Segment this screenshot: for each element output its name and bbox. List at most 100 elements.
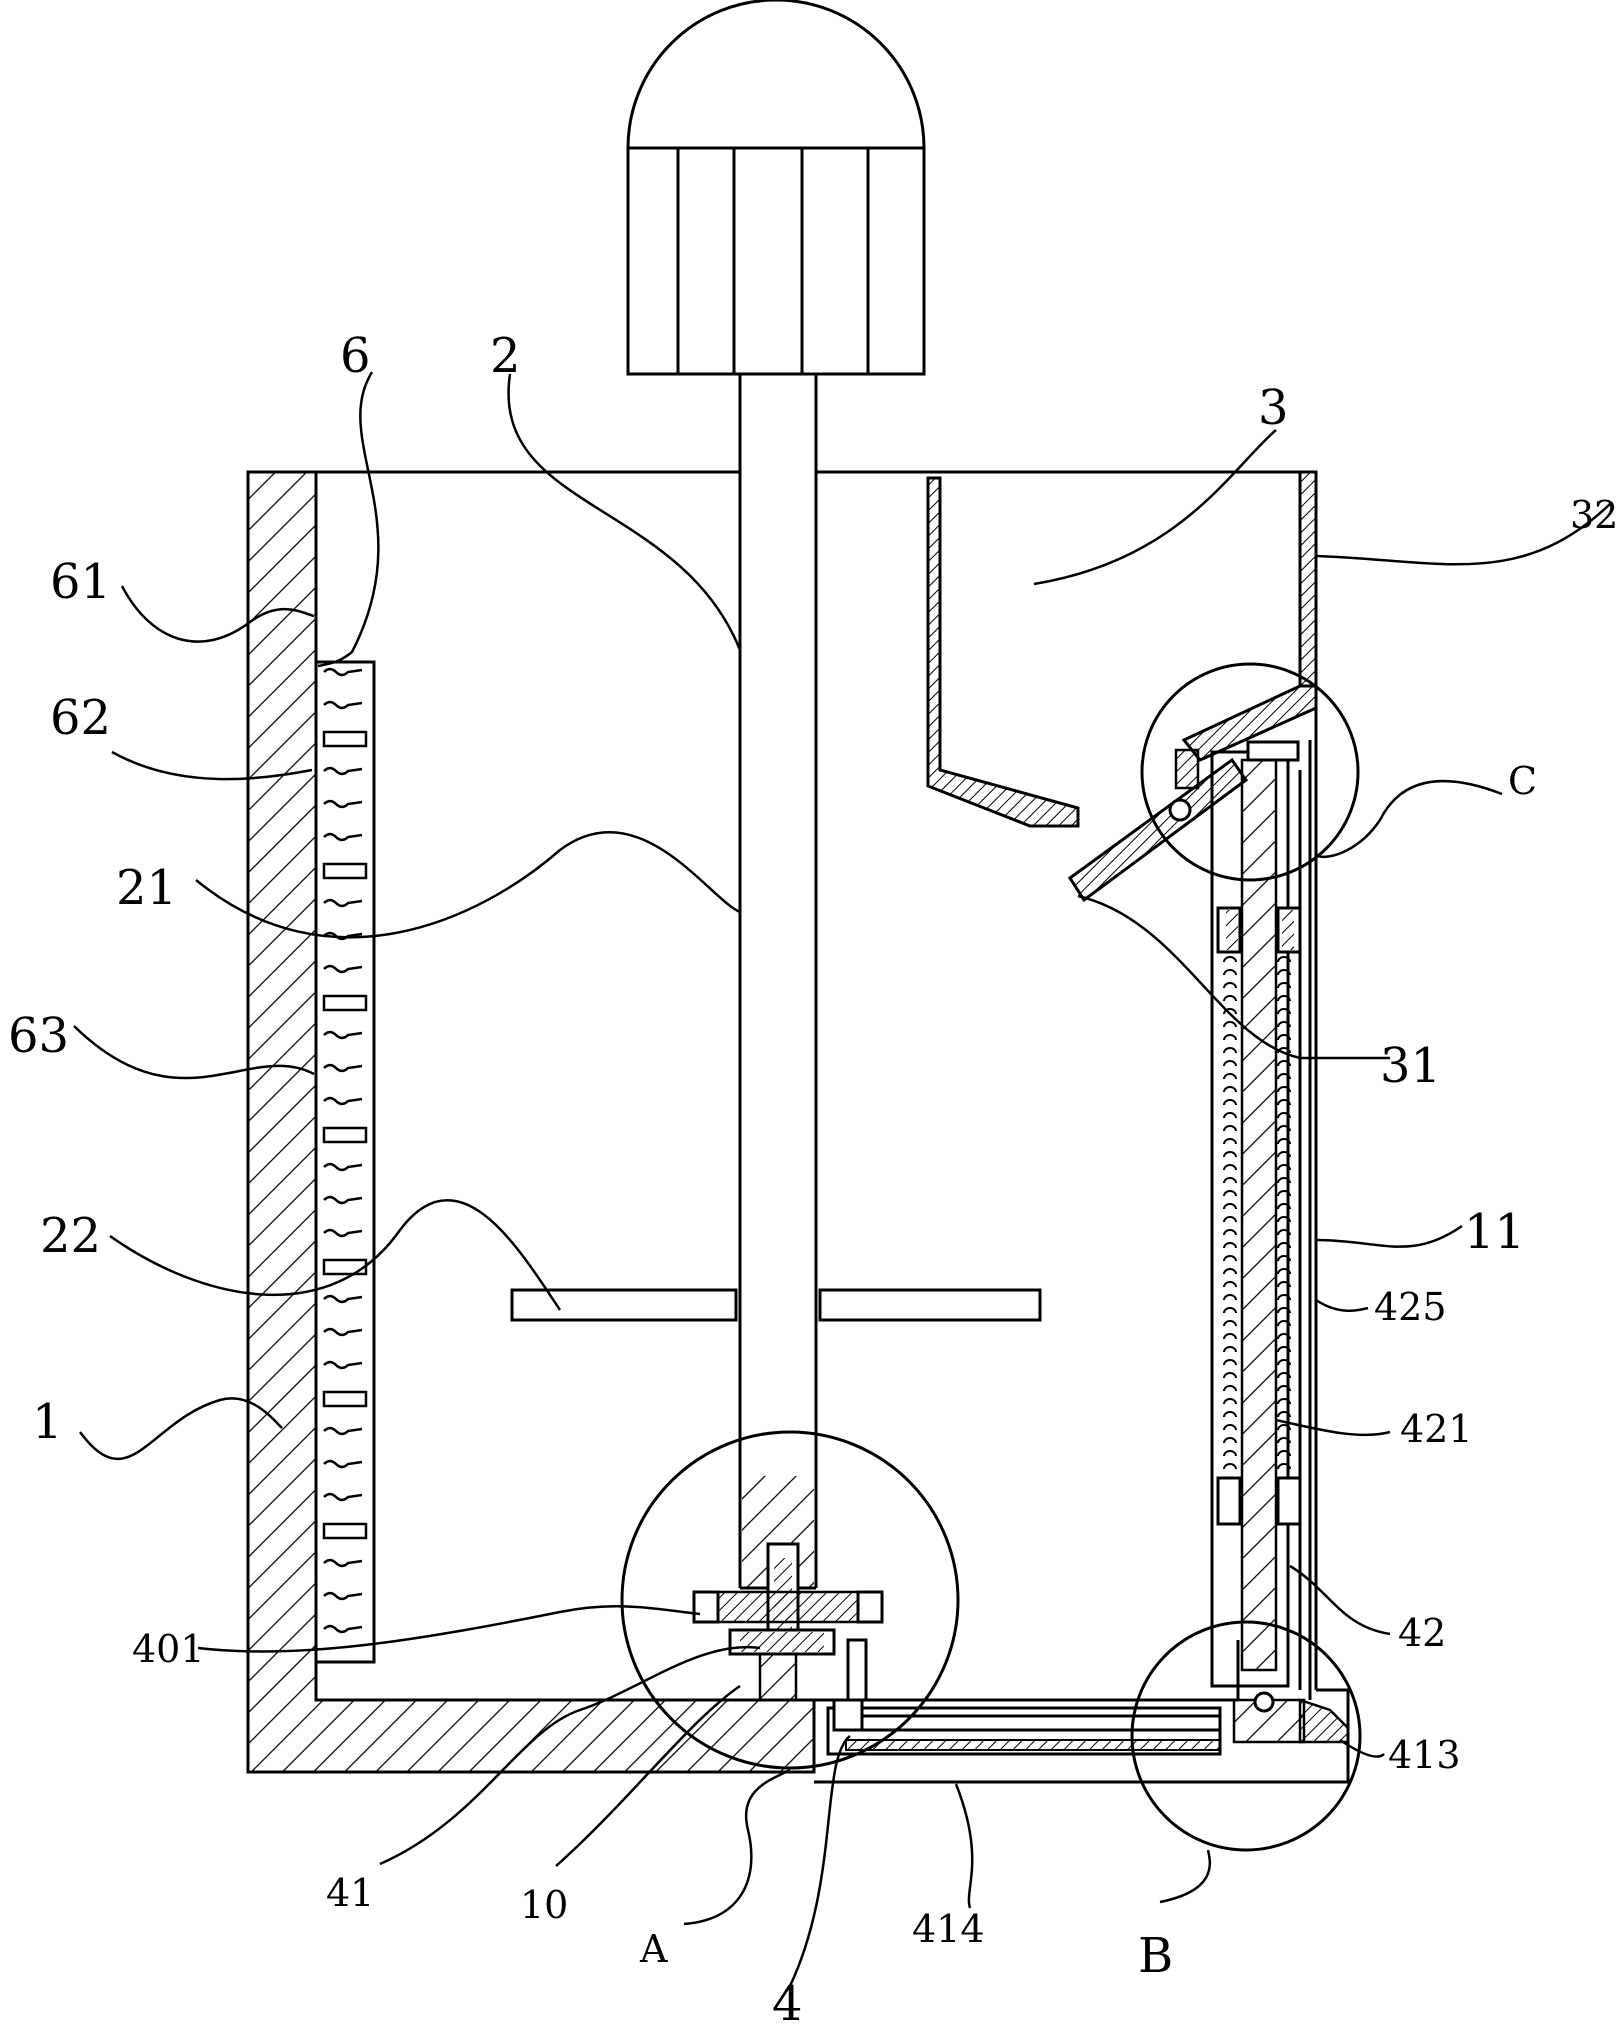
spring-coil bbox=[1223, 1021, 1237, 1028]
spring-coil bbox=[1277, 1294, 1291, 1301]
spring-coil bbox=[1223, 1216, 1237, 1223]
spring-coil bbox=[1277, 1138, 1291, 1145]
spring-coil bbox=[1223, 1125, 1237, 1132]
spring-coil bbox=[1223, 1437, 1237, 1444]
label-6: 6 bbox=[340, 328, 371, 384]
detail-circle-b bbox=[1130, 1620, 1362, 1852]
leader-B bbox=[1159, 1849, 1212, 1904]
spring-coil bbox=[1223, 1151, 1237, 1158]
spring-coil bbox=[1277, 1125, 1291, 1132]
label-32: 32 bbox=[1570, 493, 1618, 537]
scale-tick bbox=[323, 1591, 363, 1601]
spring-coil bbox=[1277, 1333, 1291, 1340]
spring-coil bbox=[1277, 1411, 1291, 1418]
spring-coil bbox=[1277, 1346, 1291, 1353]
spring-coil bbox=[1277, 982, 1291, 989]
leader-31 bbox=[1077, 894, 1390, 1060]
detail-circle-c bbox=[1140, 662, 1360, 882]
leader-63 bbox=[73, 1025, 315, 1080]
leader-1 bbox=[78, 1397, 283, 1460]
scale-strip bbox=[314, 660, 376, 1664]
spring-coil bbox=[1277, 1203, 1291, 1210]
blade-left bbox=[510, 1288, 738, 1322]
spring-coil bbox=[1223, 1034, 1237, 1041]
spring-coil bbox=[1223, 1229, 1237, 1236]
spring-coil bbox=[1223, 1346, 1237, 1353]
part-labels: 6 2 3 32 61 62 C 21 63 31 22 11 425 1 42… bbox=[8, 328, 1618, 2027]
spring-coil bbox=[1277, 1216, 1291, 1223]
leader-6 bbox=[317, 371, 380, 668]
spring-coil bbox=[1277, 1073, 1291, 1080]
detail-circle-a bbox=[620, 1430, 960, 1770]
spring-coil bbox=[1277, 1008, 1291, 1015]
detail-circles bbox=[620, 662, 1362, 1852]
leader-10 bbox=[555, 1684, 741, 1867]
spring-coil bbox=[1277, 1268, 1291, 1275]
label-42: 42 bbox=[1398, 1611, 1446, 1655]
leader-62 bbox=[111, 750, 313, 781]
spring-coil bbox=[1277, 1112, 1291, 1119]
label-61: 61 bbox=[50, 554, 111, 610]
scale-tick bbox=[323, 1426, 363, 1436]
gear-top bbox=[692, 1590, 882, 1624]
scale-tick bbox=[323, 1624, 363, 1634]
scale-tick bbox=[323, 1228, 363, 1238]
leader-42 bbox=[1289, 1564, 1391, 1636]
scale-tick bbox=[323, 1063, 363, 1073]
spring-coil bbox=[1223, 1359, 1237, 1366]
spring-coil bbox=[1223, 1242, 1237, 1249]
scale-tick bbox=[323, 1030, 363, 1040]
label-414: 414 bbox=[912, 1907, 985, 1951]
spring-coil bbox=[1223, 1099, 1237, 1106]
scale-window bbox=[322, 1258, 368, 1276]
spring-coil bbox=[1223, 995, 1237, 1002]
label-3: 3 bbox=[1258, 380, 1289, 436]
leader-61 bbox=[120, 585, 315, 643]
spring-coil bbox=[1223, 1463, 1237, 1470]
spring-coil bbox=[1223, 1164, 1237, 1171]
spring-coil bbox=[1277, 1372, 1291, 1379]
scale-tick bbox=[323, 1360, 363, 1370]
bottom-transmission bbox=[826, 1691, 1350, 1756]
spring-coils bbox=[1223, 956, 1291, 1470]
label-63: 63 bbox=[8, 1008, 69, 1064]
spring-coil bbox=[1223, 1073, 1237, 1080]
scale-tick bbox=[323, 898, 363, 908]
label-4: 4 bbox=[772, 1976, 803, 2027]
label-62: 62 bbox=[50, 690, 111, 746]
label-c: C bbox=[1508, 759, 1537, 803]
label-21: 21 bbox=[116, 860, 177, 916]
spring-coil bbox=[1277, 1099, 1291, 1106]
label-1: 1 bbox=[32, 1394, 63, 1450]
label-421: 421 bbox=[1400, 1407, 1473, 1451]
spring-coil bbox=[1277, 1151, 1291, 1158]
scale-tick bbox=[323, 832, 363, 842]
scale-window bbox=[322, 1390, 368, 1408]
spring-coil bbox=[1277, 1320, 1291, 1327]
spring-coil bbox=[1277, 1242, 1291, 1249]
scale-tick bbox=[323, 1459, 363, 1469]
spring-coil bbox=[1223, 1138, 1237, 1145]
spring-coil bbox=[1223, 1398, 1237, 1405]
scale-window bbox=[322, 1126, 368, 1144]
spring-coil bbox=[1223, 1086, 1237, 1093]
scale-tick bbox=[323, 1558, 363, 1568]
spring-coil bbox=[1223, 1203, 1237, 1210]
leader-11 bbox=[1315, 1224, 1463, 1248]
leader-41 bbox=[379, 1645, 761, 1866]
leader-4 bbox=[788, 1735, 851, 1987]
leader-C bbox=[1317, 779, 1503, 859]
motor-body bbox=[626, 146, 926, 376]
spring-coil bbox=[1223, 1177, 1237, 1184]
gear-stem bbox=[758, 1652, 798, 1702]
scale-tick bbox=[323, 799, 363, 809]
spring-coil bbox=[1277, 1424, 1291, 1431]
motor bbox=[626, 0, 926, 376]
label-11: 11 bbox=[1464, 1204, 1525, 1260]
spring-coil bbox=[1223, 1268, 1237, 1275]
scale-tick bbox=[323, 700, 363, 710]
label-425: 425 bbox=[1374, 1285, 1447, 1329]
leader-3 bbox=[1033, 429, 1277, 586]
rod-hatched bbox=[1240, 758, 1278, 1672]
scale-tick bbox=[323, 766, 363, 776]
